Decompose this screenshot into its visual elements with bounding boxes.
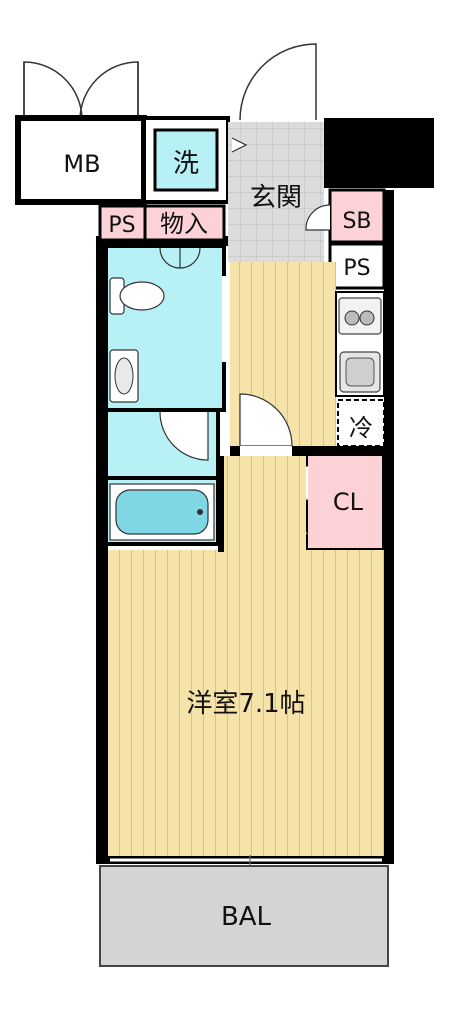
label-ps-left: PS bbox=[108, 213, 135, 238]
balcony bbox=[99, 865, 389, 967]
washbasin-icon bbox=[109, 349, 139, 403]
label-genkan: 玄関 bbox=[250, 183, 302, 213]
label-balcony: BAL bbox=[221, 902, 272, 932]
toilet-icon bbox=[109, 277, 165, 315]
label-ps-right: PS bbox=[343, 256, 370, 281]
entrance-door-swing bbox=[239, 43, 317, 121]
label-sb: SB bbox=[342, 209, 371, 234]
label-wash: 洗 bbox=[173, 149, 199, 179]
washer-pan bbox=[153, 128, 219, 192]
label-cl: CL bbox=[333, 488, 364, 516]
fridge-space bbox=[337, 399, 385, 447]
label-fridge: 冷 bbox=[349, 414, 373, 442]
label-western-room: 洋室7.1帖 bbox=[186, 689, 305, 719]
label-monoire: 物入 bbox=[160, 210, 208, 238]
mb-double-door bbox=[23, 61, 139, 121]
label-mb: MB bbox=[63, 150, 100, 178]
western-room-floor bbox=[108, 550, 384, 856]
